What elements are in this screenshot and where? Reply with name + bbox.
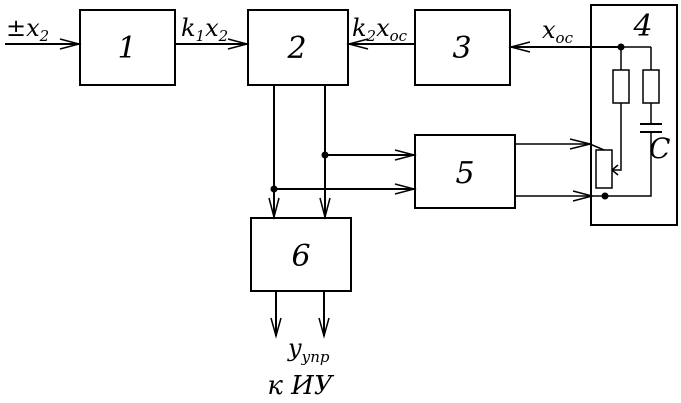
potentiometer: [595, 149, 613, 189]
arrow-4-3: [508, 41, 531, 53]
label-y-control: yупр: [287, 334, 330, 366]
block-5: [414, 134, 516, 209]
arrow-3-2: [346, 38, 369, 50]
block-3-number: 3: [452, 31, 471, 66]
resistor-2: [642, 69, 660, 104]
arrow-2-5-bottom: [394, 183, 417, 195]
block-1: [79, 9, 176, 86]
block-5-number: 5: [455, 156, 474, 191]
arrow-2-5-top: [394, 149, 417, 161]
wire-cap-bottom: [605, 132, 652, 197]
arrow-6-out-right: [318, 317, 330, 339]
resistor-1: [612, 69, 630, 104]
block-4-number: 4: [632, 9, 652, 44]
label-k2xoc: k2xос: [352, 14, 408, 45]
block-1-number: 1: [117, 31, 136, 66]
block-6-number: 6: [291, 239, 310, 274]
arrow-6-out-left: [270, 317, 282, 339]
arrow-2-6-left: [268, 197, 280, 220]
arrow-5-4-top: [569, 138, 591, 150]
block-2: [247, 9, 349, 86]
label-to-actuator: к ИУ: [267, 371, 334, 401]
block-3: [414, 9, 511, 86]
label-xoc: xос: [542, 16, 574, 47]
arrow-2-6-right: [319, 197, 331, 220]
label-input: ±x2: [6, 14, 49, 45]
block-2-number: 2: [286, 31, 306, 66]
arrow-1-2: [227, 38, 250, 50]
arrow-input: [59, 38, 82, 50]
wire-r1-wiper: [612, 103, 622, 171]
block-6: [250, 217, 352, 292]
label-capacitor: C: [649, 132, 670, 165]
arrow-5-4-bottom: [572, 190, 595, 202]
label-k1x2: k1x2: [181, 14, 228, 45]
